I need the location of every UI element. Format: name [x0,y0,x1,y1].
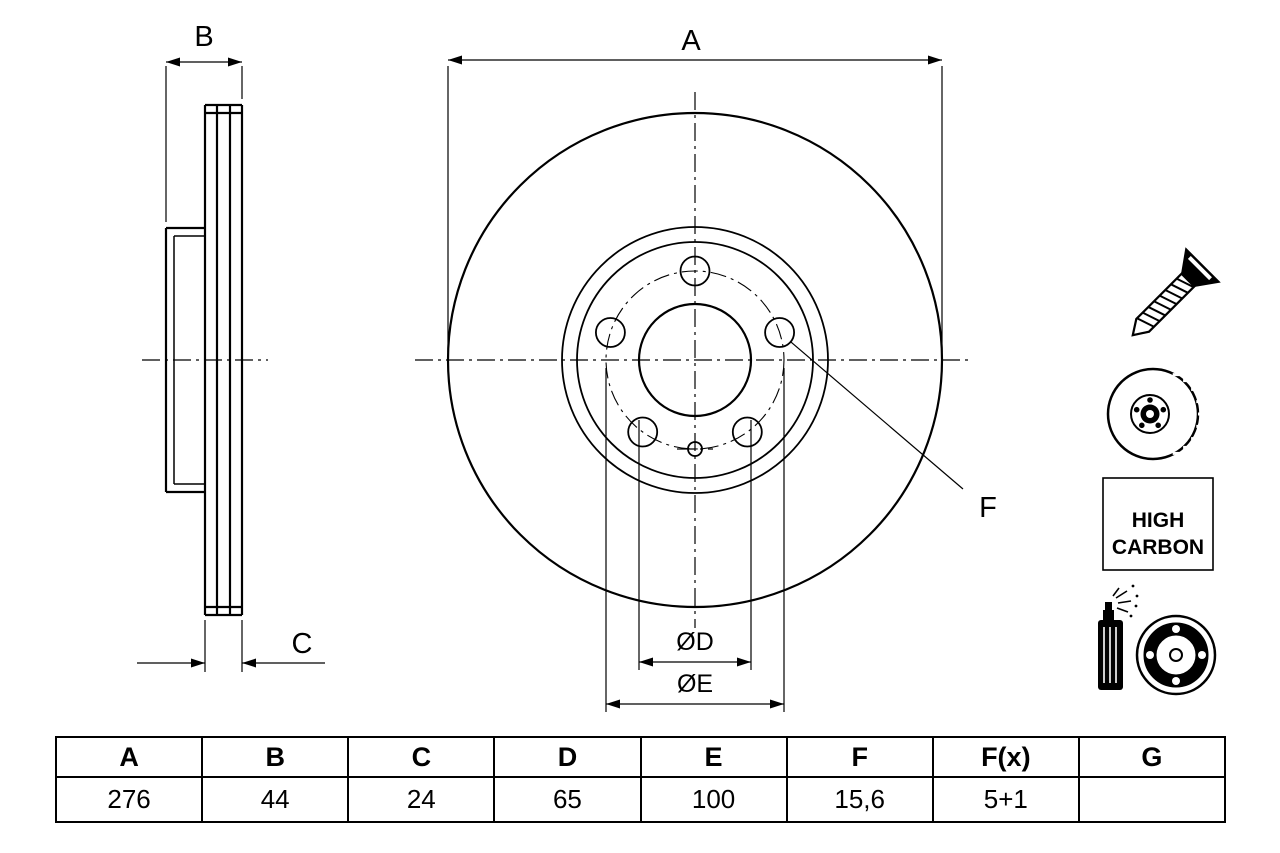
table-header-row: A B C D E F F(x) G [54,736,1227,778]
high-carbon-line1: HIGH [1132,509,1185,532]
front-view [446,111,944,609]
table-value-e: 100 [639,776,788,823]
vent-slots [1172,373,1210,455]
dimension-c: C [137,620,325,672]
drum-icon [1135,614,1217,696]
dim-label-e: ØE [677,670,713,698]
table-value-c: 24 [347,776,496,823]
screw-icon [1131,247,1221,337]
center-lines [142,92,972,628]
table-value-f: 15,6 [785,776,934,823]
table-header-d: D [493,736,642,778]
outer-diameter-circle [446,111,944,609]
disc-bolt-holes [1133,397,1167,429]
dimension-table: A B C D E F F(x) G 276 44 24 65 100 15,6… [54,736,1227,823]
table-header-c: C [347,736,496,778]
hat-section [164,226,205,494]
table-header-a: A [54,736,204,778]
spray-can-icon [1098,584,1139,690]
table-value-b: 44 [201,776,350,823]
spray-lines [1112,587,1132,613]
dim-label-d: ØD [676,628,714,656]
drum-bolt-holes [1146,625,1206,685]
vented-disc-icon [1106,367,1210,461]
dim-label-b: B [194,21,213,53]
table-header-e: E [639,736,788,778]
hat-outer-circle [561,226,829,494]
side-section-view [164,103,244,617]
table-header-g: G [1077,736,1227,778]
dimension-e: ØE [605,368,785,712]
table-value-a: 276 [54,776,204,823]
brake-disc-drawing: A B C [137,21,1221,712]
center-bore-circle [637,302,753,418]
dimension-d: ØD [638,420,752,670]
leader-f: F [790,341,997,524]
high-carbon-line2: CARBON [1112,536,1204,559]
dim-label-c: C [292,628,313,660]
bolt-circle [605,270,785,450]
table-header-fx: F(x) [931,736,1080,778]
table-value-g [1077,776,1227,823]
table-header-f: F [785,736,934,778]
table-value-fx: 5+1 [931,776,1080,823]
bolt-holes [595,255,795,448]
dim-label-a: A [681,25,701,57]
dimension-a: A [447,25,943,352]
hat-inner-circle [576,241,814,479]
table-value-row: 276 44 24 65 100 15,6 5+1 [54,776,1227,823]
locating-hole [687,441,703,457]
table-header-b: B [201,736,350,778]
high-carbon-badge: HIGH CARBON [1102,477,1214,571]
dim-label-f: F [979,492,997,524]
coating-icon [1098,584,1217,696]
dimension-b: B [165,21,243,222]
table-value-d: 65 [493,776,642,823]
